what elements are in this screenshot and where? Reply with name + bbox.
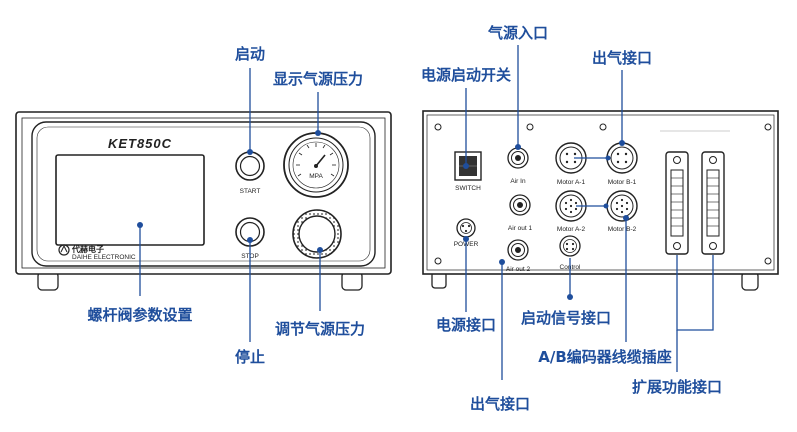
callout-expansion-port: 扩展功能接口	[632, 378, 722, 396]
callout-encoder-socket: A/B编码器线缆插座	[538, 348, 672, 366]
control-port[interactable]	[559, 235, 581, 257]
callout-power-switch: 电源启动开关	[421, 66, 511, 84]
motor-a2-label: Motor A-2	[557, 226, 586, 233]
callout-start: 启动	[235, 45, 265, 63]
callout-start-signal-port: 启动信号接口	[521, 309, 611, 327]
air-in-label: Air In	[510, 178, 526, 185]
start-button[interactable]	[235, 151, 265, 181]
model-name: KET850C	[108, 136, 172, 151]
power-port[interactable]	[456, 218, 476, 238]
motor-a1-label: Motor A-1	[557, 179, 586, 186]
brand-name-cn: 代赫电子	[71, 244, 104, 254]
callout-adjust-pressure: 调节气源压力	[275, 320, 365, 338]
brand-name-en: DAIHE ELECTRONIC	[72, 254, 136, 261]
callout-screw-valve-settings: 螺杆阀参数设置	[87, 306, 192, 324]
front-panel: KET850C 代赫电子 DAIHE ELECTRONIC START STOP	[15, 111, 392, 291]
expansion-port-2[interactable]	[701, 151, 725, 255]
callout-power-port: 电源接口	[436, 316, 496, 334]
callout-stop: 停止	[235, 348, 265, 366]
expansion-port-1[interactable]	[665, 151, 689, 255]
back-panel: SWITCH POWER Air In Air out 1 Air ou	[422, 110, 779, 291]
callout-air-outlet-bottom: 出气接口	[470, 395, 530, 413]
touch-screen[interactable]	[55, 154, 205, 246]
pressure-adjust-knob[interactable]	[292, 209, 342, 259]
motor-a2-port[interactable]	[555, 190, 587, 222]
motor-a1-port[interactable]	[555, 142, 587, 174]
air-out-2-port[interactable]	[507, 239, 529, 261]
motor-b2-port[interactable]	[606, 190, 638, 222]
motor-b1-port[interactable]	[606, 142, 638, 174]
air-out-1-label: Air out 1	[508, 225, 533, 232]
stop-button[interactable]	[235, 217, 265, 247]
callout-air-inlet: 气源入口	[487, 24, 548, 42]
motor-b1-label: Motor B-1	[608, 179, 637, 186]
callout-pressure-display: 显示气源压力	[273, 70, 363, 88]
start-label: START	[240, 188, 261, 195]
switch-label: SWITCH	[455, 185, 481, 192]
brand-logo-icon	[58, 244, 70, 256]
air-out-1-port[interactable]	[509, 194, 531, 216]
gauge-unit: MPA	[309, 173, 323, 180]
callout-leaders	[137, 45, 714, 380]
air-out-2-label: Air out 2	[506, 266, 531, 273]
pressure-gauge-icon	[283, 132, 349, 198]
callout-air-outlet-top: 出气接口	[592, 49, 652, 67]
air-in-port[interactable]	[507, 147, 529, 169]
motor-b2-label: Motor B-2	[608, 226, 637, 233]
